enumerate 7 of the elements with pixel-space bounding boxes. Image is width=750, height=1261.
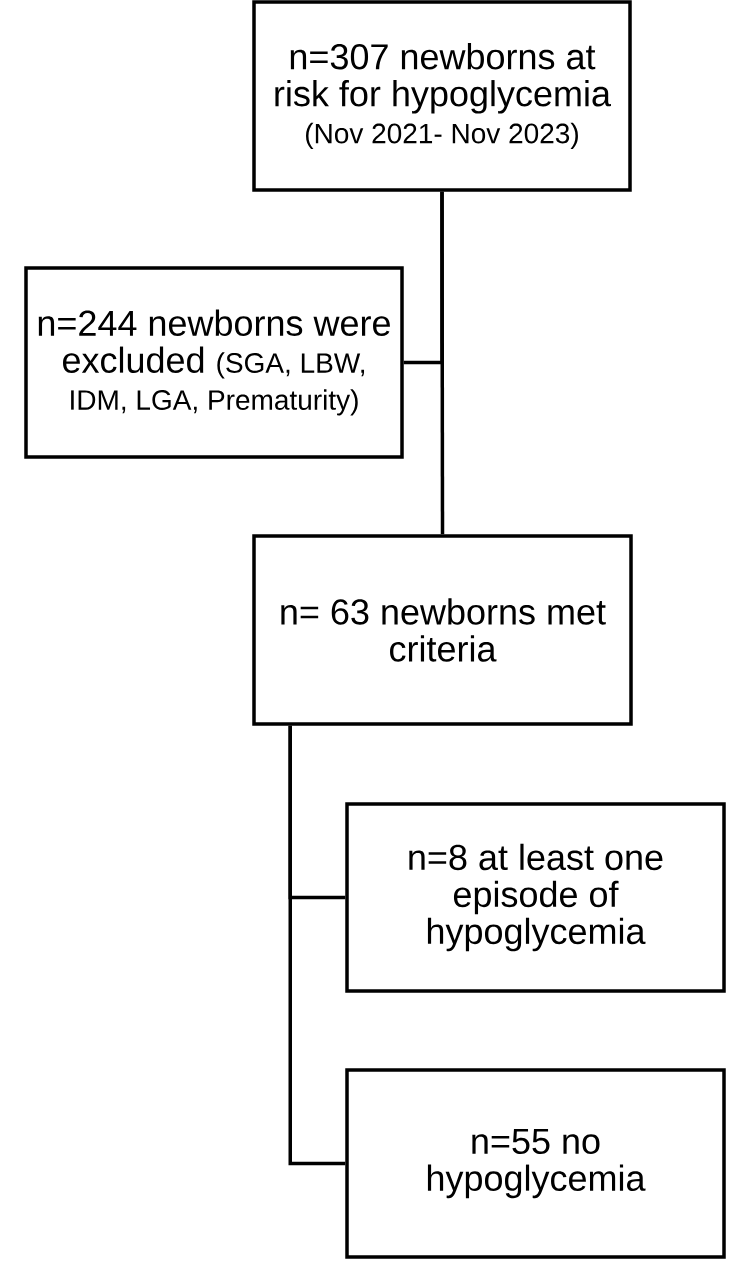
connector-line: [440, 191, 445, 535]
flow-box: n= 63 newborns met criteria: [252, 534, 633, 726]
flow-box: n=8 at least one episode of hypoglycemia: [345, 802, 726, 993]
flow-box: n=244 newborns were excluded (SGA, LBW, IDM, LGA, Prematurity): [24, 266, 404, 459]
flow-box: n=307 newborns at risk for hypoglycemia (Nov 2021- Nov 2023): [252, 0, 632, 192]
connector-line: [288, 725, 346, 1166]
flow-box: n=55 no hypoglycemia: [345, 1068, 726, 1259]
